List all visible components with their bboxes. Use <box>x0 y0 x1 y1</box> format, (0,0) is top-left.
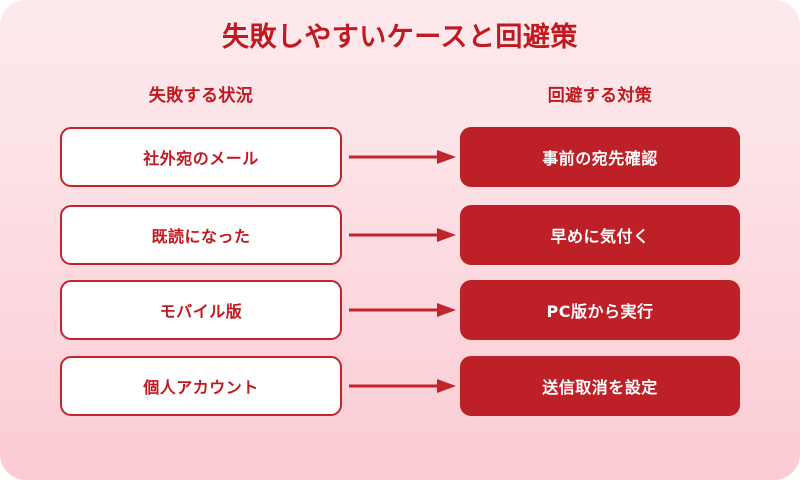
arrow-right-icon <box>349 227 456 243</box>
diagram-row: 既読になった 早めに気付く <box>0 205 800 265</box>
cause-box[interactable]: 社外宛のメール <box>60 127 342 187</box>
solution-box[interactable]: 早めに気付く <box>460 205 740 265</box>
arrow-right-icon <box>349 149 456 165</box>
column-header-solutions: 回避する対策 <box>547 86 653 106</box>
arrow-right-icon <box>349 378 456 394</box>
diagram-row: 個人アカウント 送信取消を設定 <box>0 356 800 416</box>
arrow-right-icon <box>349 302 456 318</box>
diagram-row: モバイル版 PC版から実行 <box>0 280 800 340</box>
page-title: 失敗しやすいケースと回避策 <box>222 22 578 53</box>
solution-box[interactable]: 送信取消を設定 <box>460 356 740 416</box>
diagram-row: 社外宛のメール 事前の宛先確認 <box>0 127 800 187</box>
solution-box[interactable]: 事前の宛先確認 <box>460 127 740 187</box>
cause-box[interactable]: 既読になった <box>60 205 342 265</box>
solution-box[interactable]: PC版から実行 <box>460 280 740 340</box>
cause-box[interactable]: モバイル版 <box>60 280 342 340</box>
column-header-causes: 失敗する状況 <box>148 86 254 106</box>
cause-box[interactable]: 個人アカウント <box>60 356 342 416</box>
